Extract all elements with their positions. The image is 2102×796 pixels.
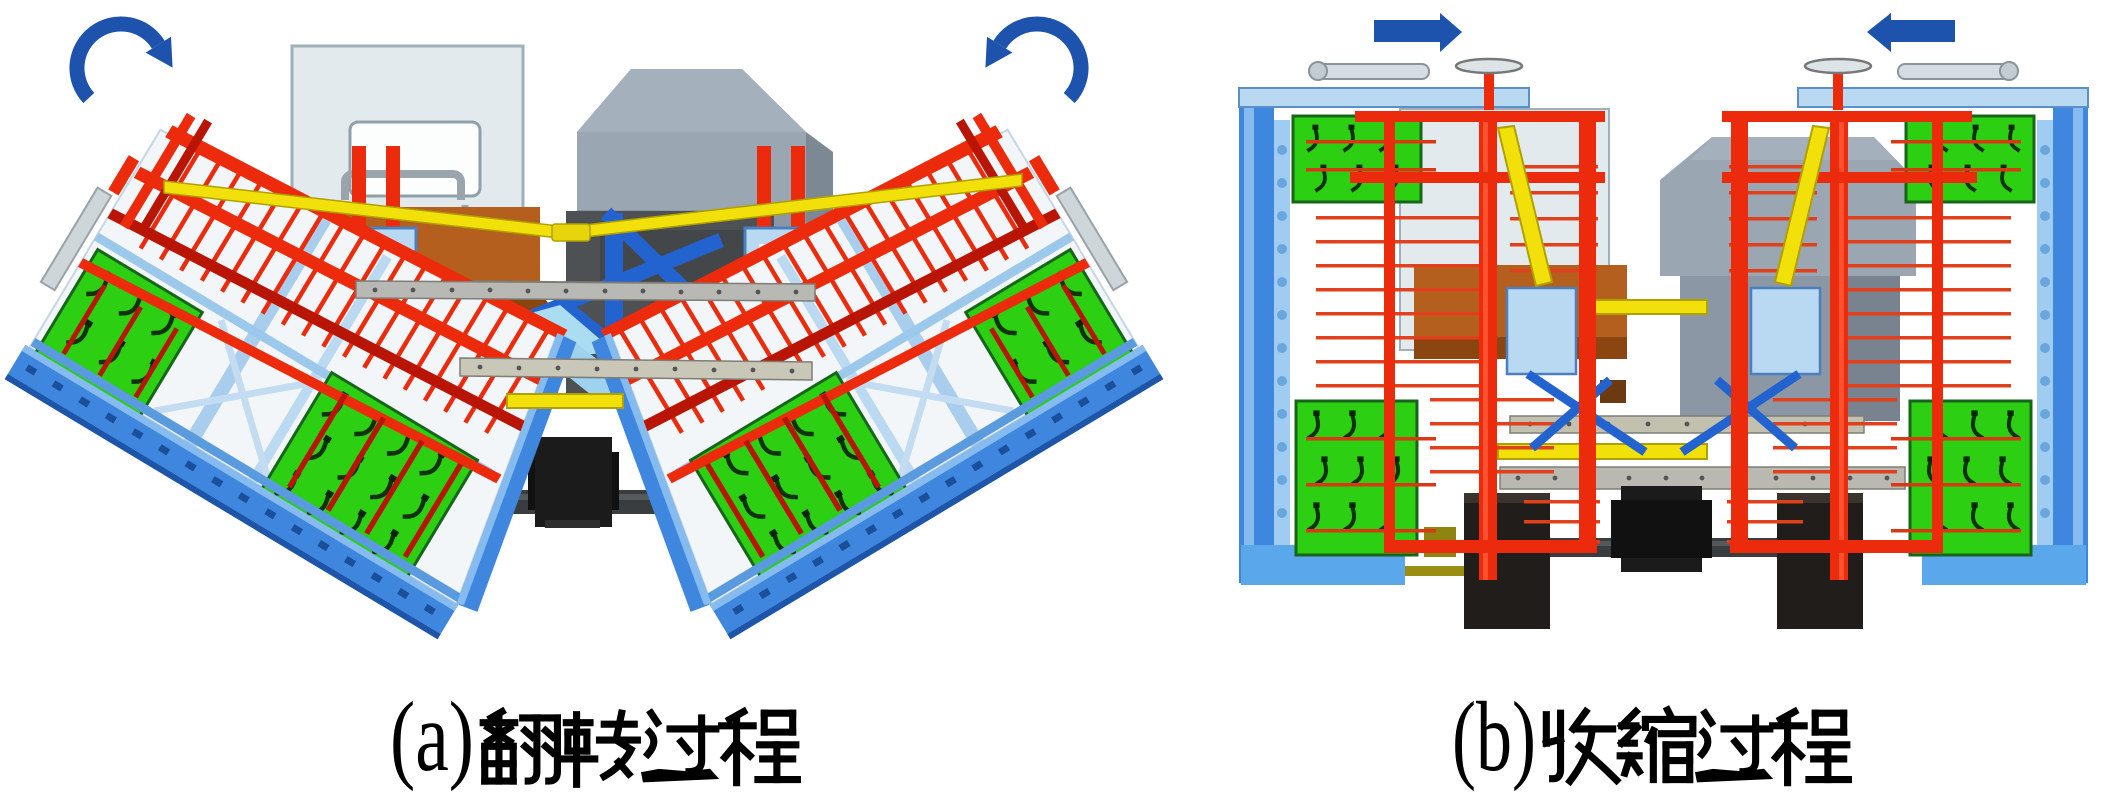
- svg-text:(a): (a): [390, 681, 474, 792]
- svg-text:(b): (b): [1452, 681, 1536, 792]
